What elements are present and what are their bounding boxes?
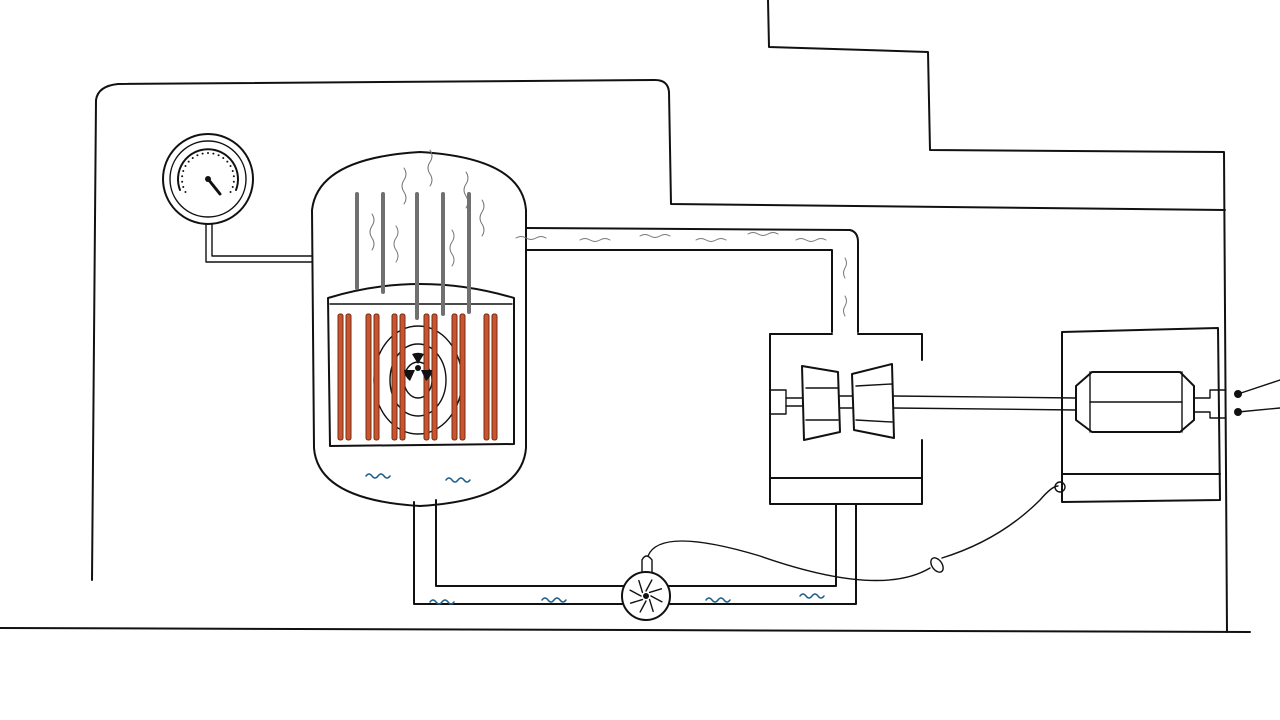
pump-blade <box>645 579 653 592</box>
radiation-rings <box>373 325 463 435</box>
gauge-tick <box>229 165 232 167</box>
steam-wisp <box>393 225 399 263</box>
gauge-tick <box>184 165 187 167</box>
ground-line <box>0 627 1251 633</box>
steam-wisp <box>427 149 433 187</box>
gauge-tick <box>207 152 209 154</box>
steam-squiggle <box>843 257 847 279</box>
pump-blade <box>629 589 642 597</box>
reactor-vessel <box>311 149 527 507</box>
pump-blade <box>648 598 654 613</box>
pump-icon <box>621 571 671 621</box>
steam-squiggle <box>639 234 671 238</box>
gauge-tick <box>181 175 184 178</box>
fuel-rod <box>451 313 458 441</box>
turbine-icon <box>801 365 841 441</box>
gauge-icon <box>162 133 254 225</box>
pump-blade <box>639 600 647 613</box>
drive-shaft <box>893 395 1077 411</box>
gauge-needle <box>206 177 222 196</box>
pressure-gauge <box>162 133 313 263</box>
gauge-tick <box>222 156 225 159</box>
steam-wisp <box>479 199 485 237</box>
turbine-hall-building <box>767 0 1228 633</box>
gauge-pipe <box>205 223 313 263</box>
fuel-rod <box>399 313 406 441</box>
coolant-wave <box>799 593 825 599</box>
steam-squiggle <box>515 236 547 240</box>
steam-wisp <box>369 213 375 251</box>
steam-pipe <box>525 227 859 333</box>
coolant-return-pipe <box>413 499 625 605</box>
cable-connector <box>930 557 944 573</box>
pump-control-cable <box>647 540 931 582</box>
steam-squiggle <box>579 238 611 242</box>
control-rods <box>355 192 471 320</box>
coolant-wave <box>429 599 455 605</box>
gauge-tick <box>201 152 204 155</box>
steam-squiggle <box>747 232 779 236</box>
fuel-rod <box>391 313 398 441</box>
fuel-rod <box>373 313 380 441</box>
containment-building <box>91 79 1226 581</box>
reactor-core <box>327 283 515 447</box>
fuel-rod <box>431 313 438 441</box>
pump-blade <box>638 579 644 594</box>
gauge-tick <box>184 191 187 193</box>
gauge-tick <box>231 186 234 189</box>
coolant-pump <box>621 481 1066 621</box>
gauge-tick <box>232 180 235 183</box>
coolant-wave <box>705 597 731 603</box>
fuel-rods <box>337 313 498 441</box>
gauge-tick <box>187 160 190 163</box>
gauge-tick <box>191 156 194 159</box>
gauge-tick <box>229 191 232 193</box>
fuel-rod <box>337 313 344 441</box>
radiation-icon <box>404 352 432 381</box>
steam-wisp <box>401 167 407 205</box>
gauge-tick <box>181 180 184 183</box>
steam-squiggle <box>843 295 847 317</box>
gauge-tick <box>182 186 185 189</box>
fuel-rod <box>459 313 466 441</box>
generator <box>1061 327 1227 503</box>
fuel-rod <box>345 313 352 441</box>
gauge-tick <box>232 175 235 178</box>
fuel-rod <box>491 313 498 441</box>
steam-turbine <box>769 333 923 505</box>
pump-blade <box>650 595 663 603</box>
power-output-terminals <box>1234 379 1280 416</box>
reactor-icon <box>311 151 527 507</box>
gauge-tick <box>226 160 229 163</box>
steam-wisp <box>449 229 455 267</box>
fuel-rod <box>483 313 490 441</box>
pump-blade <box>629 598 644 604</box>
steam-squiggle <box>795 238 827 242</box>
gauge-tick <box>231 169 234 172</box>
coolant-wave <box>541 597 567 603</box>
pump-blade <box>648 588 663 594</box>
gauge-tick <box>217 154 220 157</box>
gauge-tick <box>212 152 215 155</box>
gauge-tick <box>196 154 199 157</box>
fuel-rod <box>365 313 372 441</box>
steam-squiggle <box>695 238 727 242</box>
gauge-tick <box>182 169 185 172</box>
generator-icon <box>1075 371 1195 433</box>
